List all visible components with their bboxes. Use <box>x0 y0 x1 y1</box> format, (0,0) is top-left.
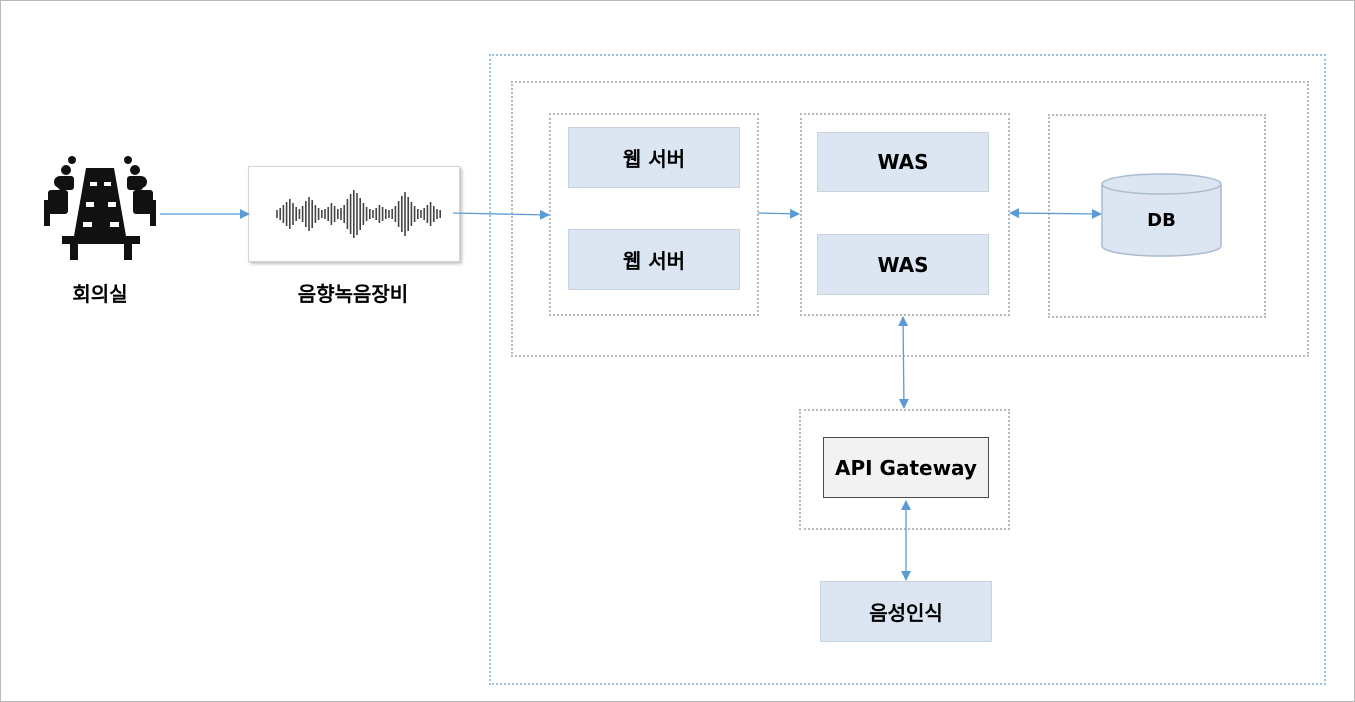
meeting-room-label: 회의실 <box>72 282 128 306</box>
arrow-was-api <box>898 316 909 409</box>
speech-recognition-node: 음성인식 <box>820 581 992 642</box>
was-group <box>800 113 1010 316</box>
api-gateway-label: API Gateway <box>835 455 977 480</box>
was-label-2: WAS <box>877 252 929 277</box>
was-label-1: WAS <box>877 150 929 174</box>
arrow-recorder-to-web <box>452 209 550 220</box>
arrow-web-to-was <box>757 208 800 219</box>
db-label: DB <box>1147 209 1176 231</box>
server-boundary <box>489 54 1326 685</box>
server-tier-group <box>511 81 1309 357</box>
web-server-label-2: 웹 서버 <box>622 249 686 273</box>
sound-wave-icon <box>248 166 460 262</box>
was-node-1: WAS <box>817 132 989 192</box>
api-gateway-node: API Gateway <box>823 437 989 498</box>
web-server-node-2: 웹 서버 <box>568 229 740 290</box>
web-server-label-1: 웹 서버 <box>622 147 686 171</box>
recorder-label: 음향녹음장비 <box>297 282 409 306</box>
arrow-was-db <box>1009 208 1102 219</box>
speech-recognition-label: 음성인식 <box>869 601 943 625</box>
web-server-node-1: 웹 서버 <box>568 127 740 188</box>
was-node-2: WAS <box>817 234 989 295</box>
waveform <box>276 190 441 238</box>
web-server-group <box>549 113 759 316</box>
